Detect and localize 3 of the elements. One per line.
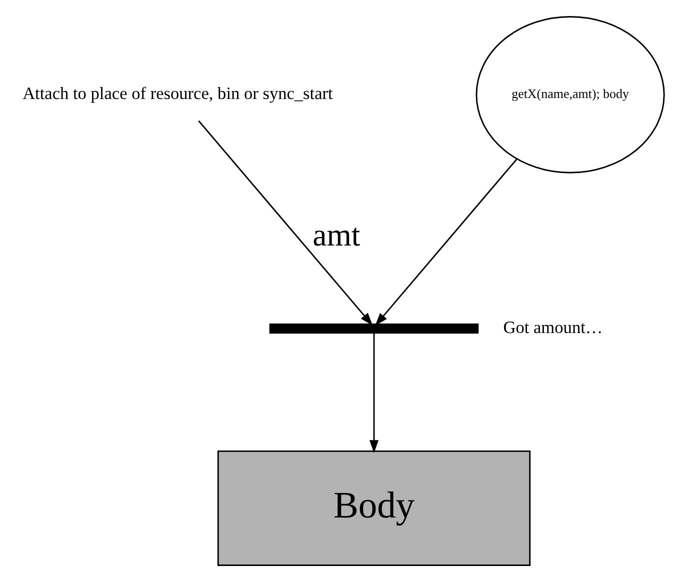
edge-label: amt: [312, 217, 360, 252]
node-label: Got amount…: [503, 318, 603, 336]
node-text: Attach to place of resource, bin or sync_start: [22, 84, 333, 103]
